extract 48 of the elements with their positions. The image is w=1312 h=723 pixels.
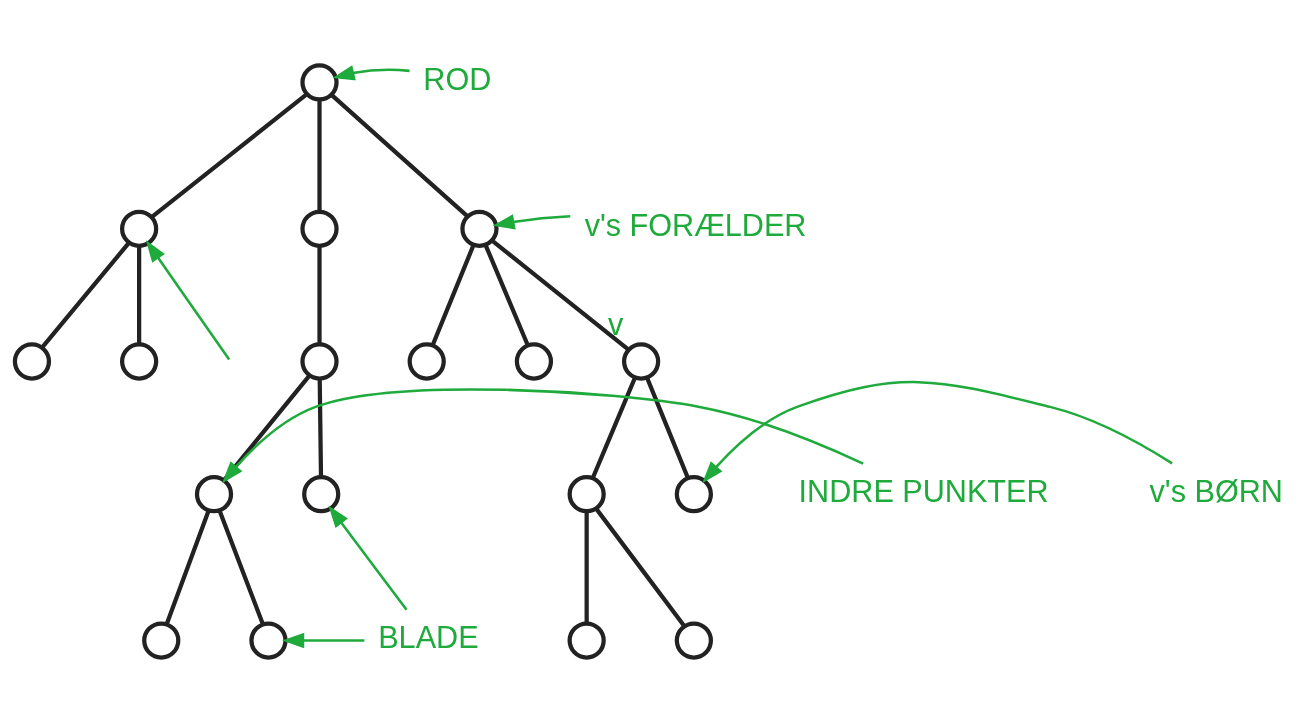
node-circle <box>249 621 288 660</box>
node-text: BLADE <box>378 620 479 655</box>
connector <box>217 509 265 625</box>
connector <box>40 241 131 349</box>
connector <box>584 511 589 624</box>
node-circle <box>300 342 339 381</box>
node-circle <box>407 342 446 381</box>
node-circle <box>12 342 52 381</box>
connector <box>645 376 690 479</box>
connector <box>483 243 530 346</box>
arrow <box>282 632 365 649</box>
connector <box>590 376 638 479</box>
node-text: v's BØRN <box>1149 473 1283 508</box>
node-circle <box>142 621 181 660</box>
arrow <box>222 388 864 484</box>
connector <box>317 100 322 212</box>
arrow <box>332 65 410 81</box>
node-circle <box>674 475 713 514</box>
node-circle <box>194 475 234 514</box>
node-circle <box>674 621 713 660</box>
node-circle <box>460 209 499 248</box>
connector <box>490 238 630 352</box>
connector <box>330 93 469 218</box>
connector <box>164 509 211 625</box>
connector <box>317 378 324 478</box>
node-circle <box>120 209 159 248</box>
connector <box>137 245 142 345</box>
node-circle <box>120 342 159 381</box>
connector <box>594 507 686 628</box>
node-circle <box>567 621 606 660</box>
node-circle <box>514 342 554 381</box>
node-circle <box>300 63 339 102</box>
arrow <box>328 505 408 611</box>
connector <box>430 244 476 346</box>
node-circle <box>300 209 339 248</box>
node-circle <box>567 475 606 514</box>
node-text: ROD <box>423 61 492 96</box>
node-circle <box>302 475 341 514</box>
connector <box>150 92 308 219</box>
node-circle <box>621 342 661 381</box>
arrow <box>702 380 1173 484</box>
connector <box>222 374 312 482</box>
connector <box>317 245 322 345</box>
node-text: v's FORÆLDER <box>584 208 807 243</box>
arrow <box>492 214 571 230</box>
node-label: v <box>607 306 624 341</box>
node-text: INDRE PUNKTER <box>798 473 1049 508</box>
arrow <box>145 240 231 361</box>
